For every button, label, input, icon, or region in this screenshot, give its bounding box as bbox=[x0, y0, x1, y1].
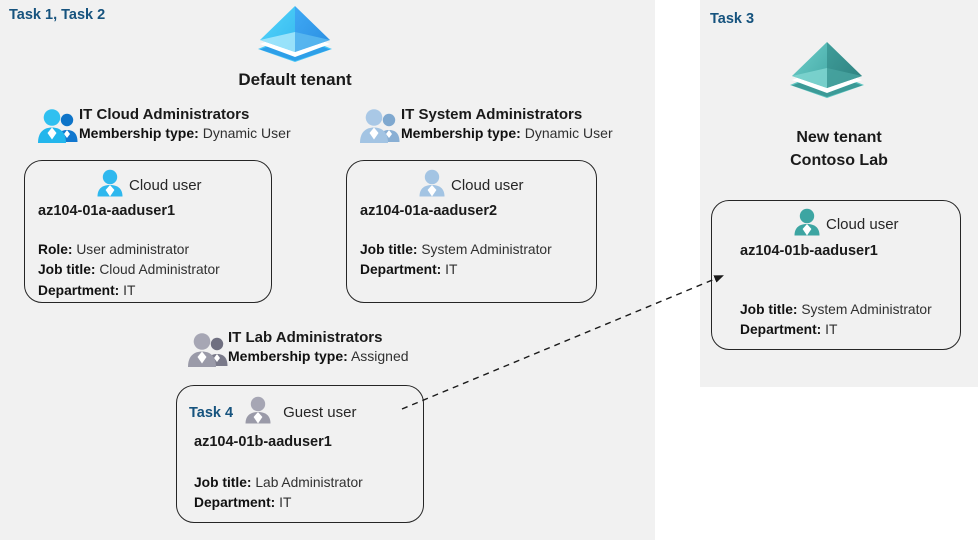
card-attrs-guest: Job title: Lab Administrator Department:… bbox=[194, 473, 363, 514]
group-name-it-system-administrators: IT System Administrators bbox=[401, 106, 583, 123]
card-username-guest: az104-01b-aaduser1 bbox=[194, 434, 332, 450]
default-tenant-panel bbox=[0, 0, 655, 540]
card-head-aaduser1: Cloud user bbox=[97, 169, 202, 202]
cloud-user-icon-newtenant bbox=[794, 208, 820, 241]
card-attr-row: Job title: Cloud Administrator bbox=[38, 260, 220, 280]
attr-label: Department: bbox=[194, 495, 276, 511]
card-az104-01a-aaduser1[interactable]: Cloud user az104-01a-aaduser1 Role: User… bbox=[24, 160, 272, 303]
attr-label: Job title: bbox=[360, 242, 418, 257]
card-attr-row: Job title: Lab Administrator bbox=[194, 473, 363, 493]
attr-label: Job title: bbox=[740, 302, 798, 317]
attr-label: Department: bbox=[740, 322, 822, 338]
group-name-it-lab-administrators: IT Lab Administrators bbox=[228, 329, 383, 346]
membership-value: Assigned bbox=[350, 348, 409, 364]
attr-label: Department: bbox=[38, 282, 120, 298]
card-role-newtenant: Cloud user bbox=[826, 216, 899, 233]
membership-label: Membership type: bbox=[401, 125, 521, 141]
attr-value: IT bbox=[445, 262, 458, 278]
card-attrs-aaduser1: Role: User administrator Job title: Clou… bbox=[38, 240, 220, 301]
attr-value: User administrator bbox=[76, 242, 190, 257]
card-az104-01b-aaduser1-cloud[interactable]: Cloud user az104-01b-aaduser1 Job title:… bbox=[711, 200, 961, 350]
attr-value: System Administrator bbox=[801, 302, 932, 317]
card-role-aaduser1: Cloud user bbox=[129, 177, 202, 194]
card-az104-01b-aaduser1-guest[interactable]: Task 4 Guest user az104-01b-aaduser1 Job… bbox=[176, 385, 424, 523]
task-label-left: Task 1, Task 2 bbox=[9, 7, 106, 23]
attr-value: Cloud Administrator bbox=[99, 262, 220, 278]
group-it-lab-administrators: IT Lab Administrators Membership type: A… bbox=[228, 329, 409, 364]
new-tenant-title-line2: Contoso Lab bbox=[790, 152, 888, 170]
card-head-aaduser2: Cloud user bbox=[419, 169, 524, 202]
cloud-user-icon-aaduser1 bbox=[97, 169, 123, 202]
card-role-aaduser2: Cloud user bbox=[451, 177, 524, 194]
card-attr-row: Department: IT bbox=[360, 260, 552, 280]
group-name-it-cloud-administrators: IT Cloud Administrators bbox=[79, 106, 250, 123]
default-tenant-title: Default tenant bbox=[238, 70, 352, 89]
attr-label: Job title: bbox=[194, 475, 252, 490]
group-membership-it-lab-administrators: Membership type: Assigned bbox=[228, 348, 409, 364]
card-role-guest: Guest user bbox=[283, 404, 357, 421]
card-attr-row: Department: IT bbox=[740, 320, 932, 340]
group-users-icon-it-cloud-administrators bbox=[36, 106, 80, 146]
azure-ad-tenant-icon-default bbox=[256, 2, 334, 64]
card-attr-row: Department: IT bbox=[38, 281, 220, 301]
card-head-newtenant: Cloud user bbox=[794, 208, 899, 241]
group-membership-it-system-administrators: Membership type: Dynamic User bbox=[401, 125, 613, 141]
card-attr-row: Role: User administrator bbox=[38, 240, 220, 260]
group-users-icon-it-system-administrators bbox=[358, 106, 402, 146]
guest-user-icon bbox=[245, 396, 271, 429]
attr-value: Lab Administrator bbox=[255, 475, 363, 490]
attr-label: Department: bbox=[360, 262, 442, 278]
card-attr-row: Job title: System Administrator bbox=[360, 240, 552, 260]
cloud-user-icon-aaduser2 bbox=[419, 169, 445, 202]
card-username-aaduser2: az104-01a-aaduser2 bbox=[360, 203, 498, 219]
card-az104-01a-aaduser2[interactable]: Cloud user az104-01a-aaduser2 Job title:… bbox=[346, 160, 597, 303]
card-attrs-aaduser2: Job title: System Administrator Departme… bbox=[360, 240, 552, 281]
attr-label: Role: bbox=[38, 242, 73, 257]
group-it-system-administrators: IT System Administrators Membership type… bbox=[401, 106, 613, 141]
attr-label: Job title: bbox=[38, 262, 96, 278]
card-username-aaduser1: az104-01a-aaduser1 bbox=[38, 203, 176, 219]
card-username-newtenant: az104-01b-aaduser1 bbox=[740, 243, 878, 259]
membership-label: Membership type: bbox=[228, 348, 348, 364]
group-membership-it-cloud-administrators: Membership type: Dynamic User bbox=[79, 125, 291, 141]
card-attrs-newtenant: Job title: System Administrator Departme… bbox=[740, 300, 932, 341]
task-label-card-4: Task 4 bbox=[189, 404, 234, 421]
attr-value: IT bbox=[279, 495, 292, 511]
attr-value: IT bbox=[123, 282, 136, 298]
card-attr-row: Job title: System Administrator bbox=[740, 300, 932, 320]
card-head-guest: Task 4 Guest user bbox=[189, 396, 356, 429]
membership-value: Dynamic User bbox=[524, 125, 613, 141]
attr-value: System Administrator bbox=[421, 242, 552, 257]
group-it-cloud-administrators: IT Cloud Administrators Membership type:… bbox=[79, 106, 291, 141]
membership-value: Dynamic User bbox=[202, 125, 291, 141]
new-tenant-title: New tenant Contoso Lab bbox=[700, 126, 978, 172]
new-tenant-title-line1: New tenant bbox=[796, 129, 882, 146]
group-users-icon-it-lab-administrators bbox=[186, 330, 230, 370]
card-attr-row: Department: IT bbox=[194, 493, 363, 513]
azure-ad-tenant-icon-new bbox=[788, 38, 866, 100]
membership-label: Membership type: bbox=[79, 125, 199, 141]
task-label-right: Task 3 bbox=[710, 11, 755, 27]
attr-value: IT bbox=[825, 322, 838, 338]
